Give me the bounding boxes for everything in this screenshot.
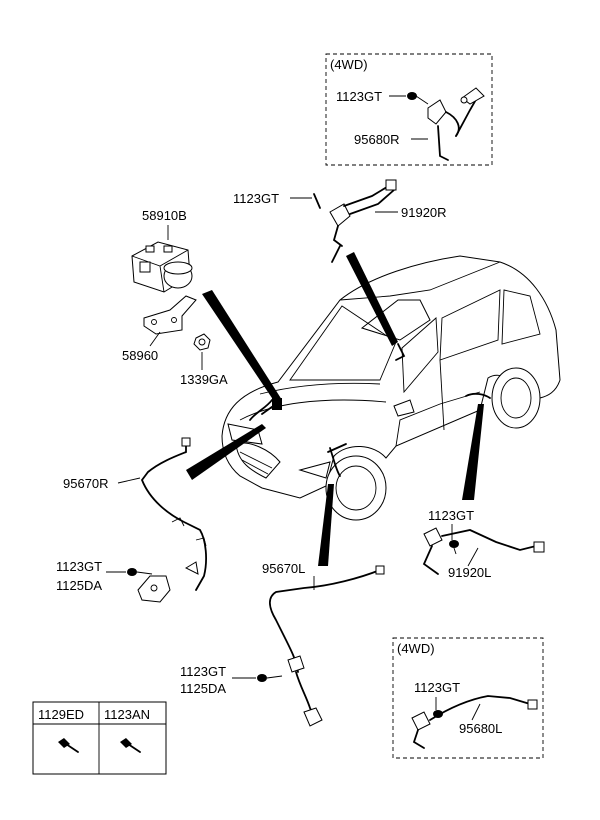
fastener-table: 1129ED 1123AN xyxy=(32,701,167,775)
hcu-group: 58910B 58960 1339GA xyxy=(122,208,228,387)
label-95680r: 95680R xyxy=(354,132,400,147)
sensor-95680l-drawing xyxy=(411,695,538,749)
label-1339ga: 1339GA xyxy=(180,372,228,387)
box-4wd-top: (4WD) 1123GT 95680R xyxy=(325,53,493,166)
label-1123gt-front-l: 1123GT xyxy=(180,664,226,679)
sensor-95670r-bolt xyxy=(127,568,153,576)
label-1123gt-front-r: 1123GT xyxy=(56,559,102,574)
vehicle-drawing xyxy=(221,255,561,521)
label-1123gt-4wd-bottom: 1123GT xyxy=(414,680,460,695)
label-95670r: 95670R xyxy=(63,476,109,491)
box-4wd-bottom: (4WD) 1123GT 95680L xyxy=(392,637,544,759)
sensor-91920l-bolt xyxy=(449,540,459,555)
label-1125da-front-r: 1125DA xyxy=(56,578,102,593)
sensor-95680r-drawing xyxy=(407,87,485,161)
sensor-95670l-bolt xyxy=(257,674,283,682)
bracket-drawing xyxy=(143,295,197,335)
nut-drawing xyxy=(193,333,211,351)
label-1123gt-4wd-top: 1123GT xyxy=(336,89,382,104)
sensor-95670r-group: 95670R 1123GT 1125DA xyxy=(56,437,207,603)
box-4wd-top-title: (4WD) xyxy=(330,57,368,72)
sensor-91920l-group: 1123GT 91920L xyxy=(422,508,545,580)
bolt-1123an-drawing xyxy=(120,738,141,753)
sensor-95670l-group: 95670L 1123GT 1125DA xyxy=(180,561,385,727)
label-1123gt-rear-l: 1123GT xyxy=(428,508,474,523)
label-91920l: 91920L xyxy=(448,565,491,580)
label-58960: 58960 xyxy=(122,348,158,363)
bolt-1129ed-drawing xyxy=(58,738,79,753)
label-1123gt-rear-top: 1123GT xyxy=(233,191,279,206)
label-1125da-front-l: 1125DA xyxy=(180,681,226,696)
label-95670l: 95670L xyxy=(262,561,305,576)
label-91920r: 91920R xyxy=(401,205,447,220)
callout-pointers xyxy=(186,252,484,566)
table-header-1123an: 1123AN xyxy=(104,707,150,722)
box-4wd-bottom-title: (4WD) xyxy=(397,641,435,656)
label-58910b: 58910B xyxy=(142,208,187,223)
table-header-1129ed: 1129ED xyxy=(38,707,84,722)
label-95680l: 95680L xyxy=(459,721,502,736)
sensor-91920r-group: 1123GT 91920R xyxy=(233,179,447,263)
hcu-drawing xyxy=(131,241,193,293)
